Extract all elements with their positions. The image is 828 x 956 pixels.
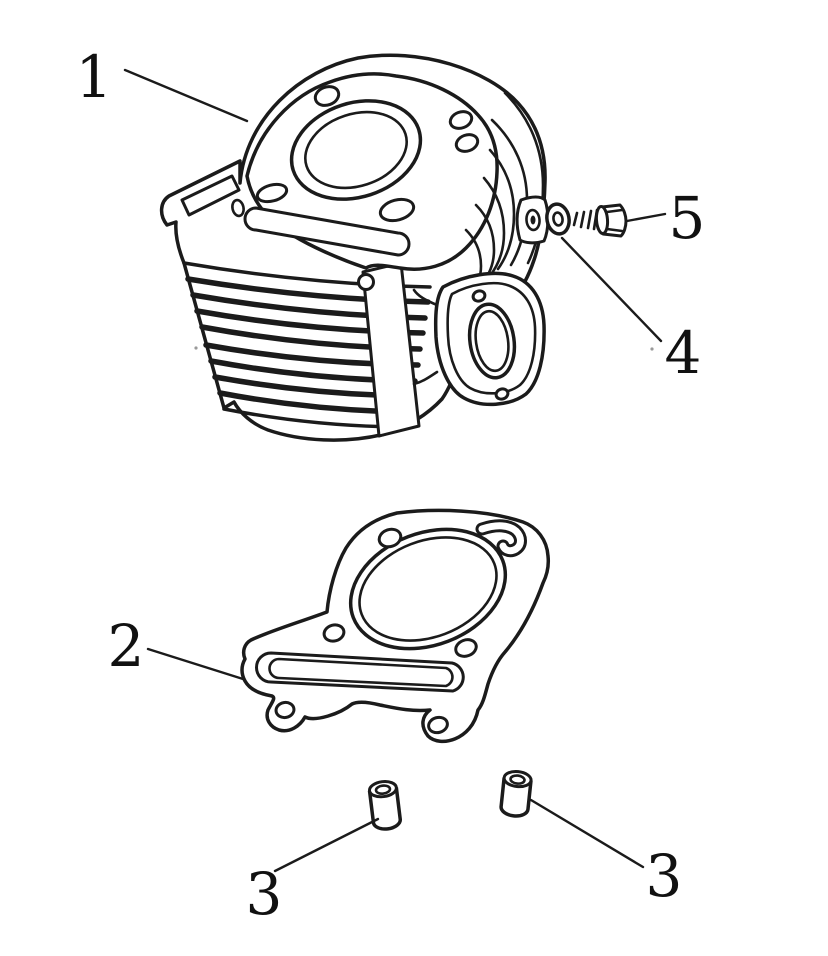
front-slot (243, 206, 411, 257)
flange-hole-top (471, 289, 487, 303)
exhaust-flange (412, 271, 546, 407)
gasket-bolt-holes (274, 527, 478, 735)
lower-bolt-ear-hole (357, 273, 375, 291)
dowel-pin-right (499, 769, 533, 818)
scan-speck-right (650, 347, 654, 351)
bolt-flange (594, 205, 610, 235)
cylinder-block (159, 53, 550, 442)
callout-label-dowel-right: 3 (646, 842, 683, 910)
cylinder-gasket (240, 508, 550, 744)
gasket-bore-opening (348, 527, 508, 651)
mounting-bracket (180, 174, 245, 218)
gasket-hook-slot (475, 519, 527, 558)
cylinder-bore (289, 99, 423, 201)
head-bolt-holes (255, 85, 480, 223)
bracket-boss (231, 198, 245, 218)
callout-label-washer: 4 (665, 319, 702, 387)
flange-hole-bottom (494, 387, 510, 401)
flange-bolt (572, 203, 628, 238)
bolt-threads (572, 208, 599, 231)
callout-label-cylinder: 1 (76, 43, 113, 111)
leader-line-5 (625, 212, 667, 223)
callout-label-bolt: 5 (669, 184, 706, 252)
washer (545, 202, 571, 236)
scan-speck-left (194, 346, 198, 350)
leader-line-3-left (273, 817, 380, 873)
oil-slot-right (378, 197, 416, 223)
oil-slot-left (255, 182, 289, 204)
leader-line-4 (560, 236, 663, 343)
leader-line-1 (123, 68, 249, 123)
side-bolt-boss (515, 195, 550, 245)
leader-lines (123, 68, 667, 873)
callout-label-dowel-left: 3 (246, 860, 283, 928)
leader-line-2 (146, 647, 245, 681)
exhaust-port (467, 302, 517, 380)
callout-label-gasket: 2 (108, 612, 145, 680)
gasket-wing-slot (255, 651, 465, 693)
dowel-pin-left (367, 780, 402, 831)
leader-line-3-right (529, 798, 645, 869)
callout-labels: 1 2 3 3 4 5 (76, 43, 706, 928)
